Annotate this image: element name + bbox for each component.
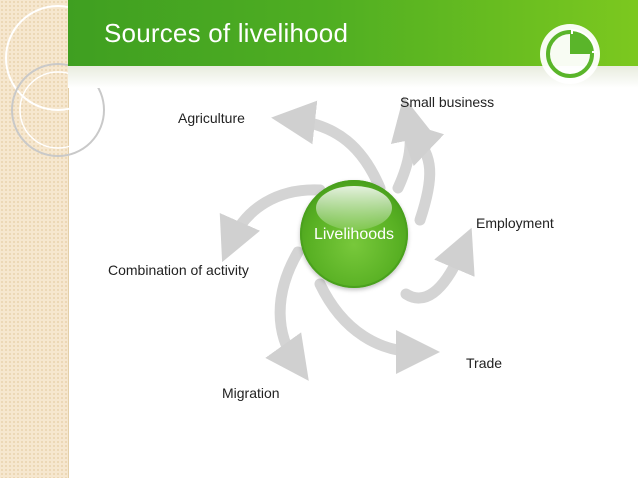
- arrow-to-employment-lower: [400, 227, 475, 304]
- slide-title: Sources of livelihood: [104, 18, 349, 48]
- label-combination-of-activity: Combination of activity: [108, 262, 249, 278]
- center-circle-highlight: [316, 186, 392, 230]
- center-label: Livelihoods: [313, 226, 395, 243]
- label-trade: Trade: [466, 355, 503, 371]
- arrow-to-small-business: [390, 96, 435, 194]
- label-employment: Employment: [476, 215, 554, 231]
- label-migration: Migration: [222, 385, 280, 401]
- arrow-to-combination: [219, 184, 326, 263]
- arrow-to-agriculture: [271, 100, 386, 194]
- arrow-to-migration: [265, 246, 309, 381]
- arrow-to-trade: [314, 278, 440, 374]
- title-bar-shadow: [68, 66, 638, 88]
- label-agriculture: Agriculture: [178, 110, 245, 126]
- livelihood-diagram: [219, 96, 475, 381]
- label-small-business: Small business: [400, 94, 495, 110]
- arrow-to-employment: [397, 119, 445, 226]
- pie-chart-logo-icon: [540, 24, 600, 84]
